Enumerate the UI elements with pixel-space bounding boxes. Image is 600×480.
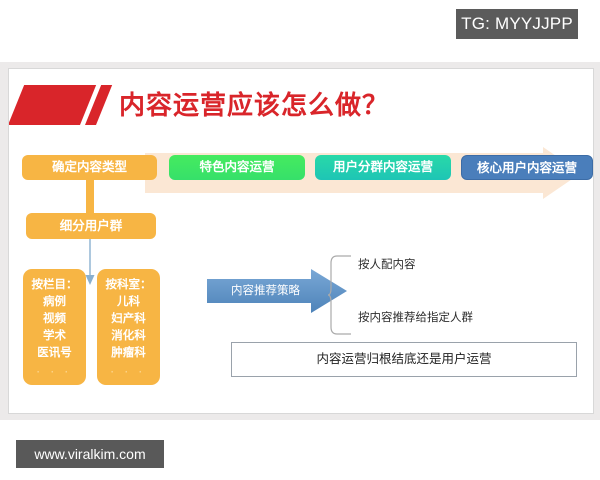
strategy-branch-1: 按人配内容 — [358, 259, 416, 271]
detail-item: 儿科 — [117, 296, 140, 308]
stage-box-4[interactable]: 核心用户内容运营 — [461, 155, 593, 180]
curly-brace-icon — [327, 255, 351, 335]
stage-box-2[interactable]: 特色内容运营 — [169, 155, 305, 180]
detail-item: 妇产科 — [111, 313, 146, 325]
detail-box-columns[interactable]: 按栏目： 病例 视频 学术 医讯号 · · · — [23, 269, 86, 385]
detail-title: 按栏目： — [31, 279, 78, 291]
strategy-arrow-label: 内容推荐策略 — [231, 285, 300, 297]
stage-box-1[interactable]: 确定内容类型 — [22, 155, 157, 180]
detail-item: 学术 — [43, 330, 66, 342]
strategy-branch-2: 按内容推荐给指定人群 — [358, 312, 473, 324]
site-watermark-badge: www.viralkim.com — [16, 440, 164, 468]
blue-down-arrow-icon — [85, 239, 95, 285]
detail-item: 视频 — [43, 313, 66, 325]
segment-users-box[interactable]: 细分用户群 — [26, 213, 156, 239]
detail-ellipsis: · · · — [36, 367, 73, 378]
conclusion-box: 内容运营归根结底还是用户运营 — [231, 342, 577, 377]
red-accent-shape — [9, 85, 97, 125]
detail-ellipsis: · · · — [110, 367, 147, 378]
detail-item: 医讯号 — [37, 347, 72, 359]
detail-item: 肿瘤科 — [111, 347, 146, 359]
strategy-arrow-icon[interactable] — [207, 269, 347, 313]
detail-box-departments[interactable]: 按科室： 儿科 妇产科 消化科 肿瘤科 · · · — [97, 269, 160, 385]
page-title: 内容运营应该怎么做？ — [119, 90, 390, 120]
detail-title: 按科室： — [105, 279, 152, 291]
telegram-watermark-badge: TG: MYYJJPP — [456, 9, 578, 39]
stage-box-3[interactable]: 用户分群内容运营 — [315, 155, 451, 180]
slide-canvas: 内容运营应该怎么做？ 确定内容类型 特色内容运营 用户分群内容运营 核心用户内容… — [8, 68, 594, 414]
detail-item: 消化科 — [111, 330, 146, 342]
detail-item: 病例 — [43, 296, 66, 308]
